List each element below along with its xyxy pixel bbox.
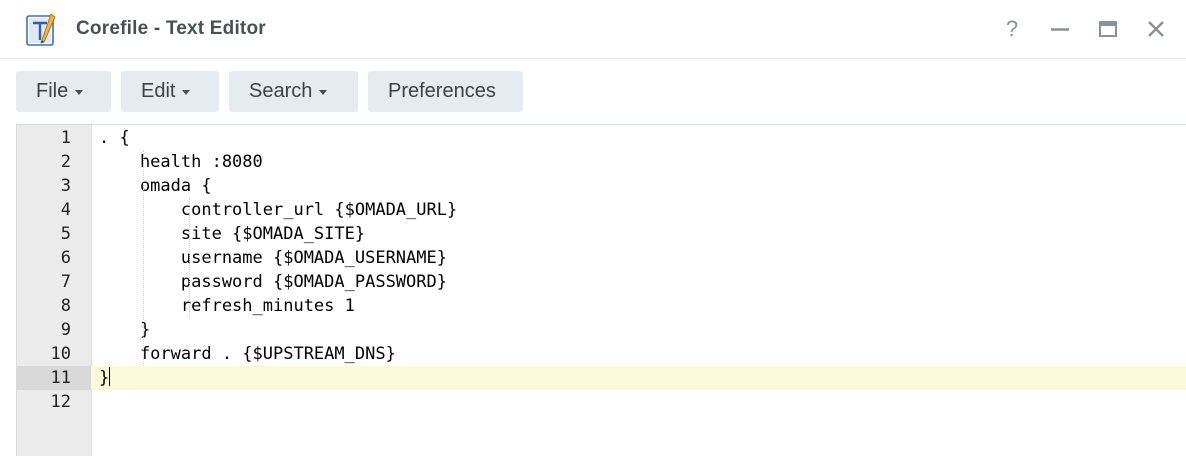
code-line[interactable]: 11}: [17, 366, 1186, 390]
code-text: forward . {$UPSTREAM_DNS}: [99, 344, 396, 364]
file-menu-button[interactable]: File: [16, 71, 111, 112]
code-line[interactable]: 2 health :8080: [17, 150, 1186, 174]
code-text: password {$OMADA_PASSWORD}: [99, 272, 447, 292]
code-text: site {$OMADA_SITE}: [99, 224, 366, 244]
preferences-button[interactable]: Preferences: [368, 71, 523, 112]
code-line[interactable]: 9 }: [17, 318, 1186, 342]
indent-guide: [143, 150, 144, 366]
code-line[interactable]: 6 username {$OMADA_USERNAME}: [17, 246, 1186, 270]
help-icon: ?: [1005, 16, 1019, 41]
minimize-icon: [1051, 28, 1069, 31]
line-number: 10: [50, 344, 71, 364]
edit-menu-label: Edit: [141, 80, 176, 102]
line-number: 3: [60, 176, 71, 196]
code-line[interactable]: 7 password {$OMADA_PASSWORD}: [17, 270, 1186, 294]
line-number: 8: [60, 296, 71, 316]
window-titlebar: Corefile - Text Editor ?: [0, 0, 1186, 59]
line-number-gutter: [17, 125, 92, 456]
indent-guide: [189, 198, 190, 318]
code-text: }: [99, 320, 151, 340]
active-line-gutter: [17, 366, 91, 390]
line-number: 5: [60, 224, 71, 244]
close-button[interactable]: [1140, 14, 1172, 44]
text-cursor: [109, 367, 111, 386]
line-number: 11: [50, 368, 71, 388]
code-text: controller_url {$OMADA_URL}: [99, 200, 458, 220]
code-text: . {: [99, 128, 130, 148]
line-number: 12: [50, 392, 71, 412]
code-line[interactable]: 8 refresh_minutes 1: [17, 294, 1186, 318]
line-number: 6: [60, 248, 71, 268]
chevron-down-icon: [182, 90, 191, 95]
code-line[interactable]: 1 . {: [17, 126, 1186, 150]
preferences-label: Preferences: [388, 80, 496, 102]
help-button[interactable]: ?: [996, 14, 1028, 44]
search-menu-button[interactable]: Search: [229, 71, 358, 112]
line-number: 7: [60, 272, 71, 292]
edit-menu-button[interactable]: Edit: [121, 71, 219, 112]
chevron-down-icon: [319, 90, 328, 95]
code-text: omada {: [99, 176, 212, 196]
window-title: Corefile - Text Editor: [76, 18, 266, 39]
code-line[interactable]: 12: [17, 390, 1186, 414]
code-text: username {$OMADA_USERNAME}: [99, 248, 447, 268]
minimize-button[interactable]: [1044, 14, 1076, 44]
chevron-down-icon: [75, 90, 84, 95]
file-menu-label: File: [36, 80, 69, 102]
code-text: health :8080: [99, 152, 263, 172]
maximize-icon: [1099, 21, 1117, 37]
line-number: 1: [60, 128, 71, 148]
close-icon: [1148, 21, 1164, 37]
line-number: 2: [60, 152, 71, 172]
maximize-button[interactable]: [1092, 14, 1124, 44]
text-editor-app-icon: [24, 11, 62, 49]
line-number: 4: [60, 200, 71, 220]
code-line[interactable]: 5 site {$OMADA_SITE}: [17, 222, 1186, 246]
code-text: }: [99, 367, 111, 388]
search-menu-label: Search: [249, 80, 313, 102]
line-number: 9: [60, 320, 71, 340]
code-text: refresh_minutes 1: [99, 296, 355, 316]
code-line[interactable]: 4 controller_url {$OMADA_URL}: [17, 198, 1186, 222]
code-line[interactable]: 3 omada {: [17, 174, 1186, 198]
code-line[interactable]: 10 forward . {$UPSTREAM_DNS}: [17, 342, 1186, 366]
